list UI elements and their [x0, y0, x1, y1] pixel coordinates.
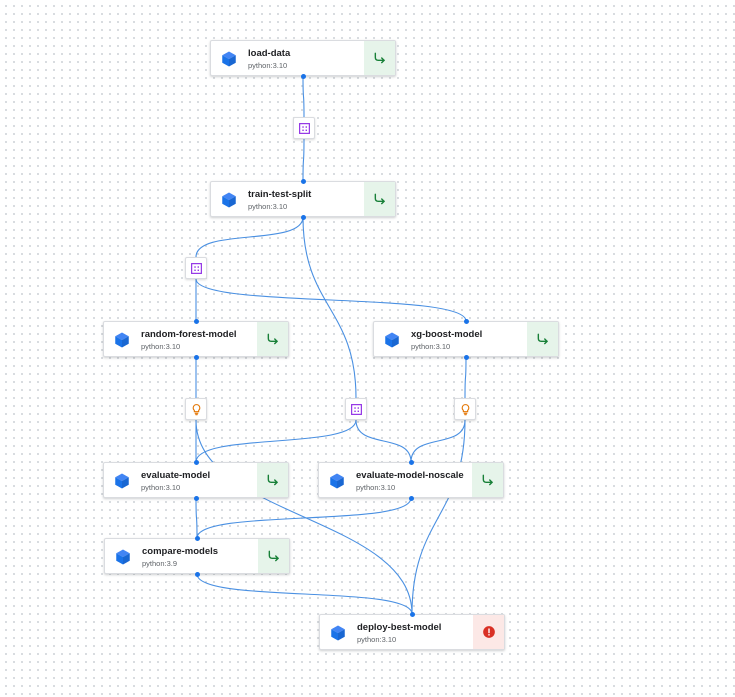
edge-dataset-3-to-evaluate-model-noscale — [355, 419, 412, 463]
dataset-grid-icon — [298, 122, 311, 135]
artifact-dataset-3[interactable] — [345, 398, 367, 420]
pipeline-node-evaluate-model-noscale[interactable]: evaluate-model-noscale python:3.10 — [318, 462, 504, 498]
node-title: deploy-best-model — [357, 622, 442, 633]
connection-port — [300, 214, 306, 220]
edge-model-1-to-deploy-best-model — [195, 419, 413, 615]
edge-train-test-split-to-dataset-2 — [195, 216, 304, 258]
edge-evaluate-model-noscale-to-compare-models — [196, 497, 412, 539]
dataset-grid-icon — [350, 403, 363, 416]
pipeline-node-evaluate-model[interactable]: evaluate-model python:3.10 — [103, 462, 289, 498]
node-image-label: python:3.9 — [142, 559, 178, 568]
success-arrow-icon — [257, 463, 288, 497]
connection-port — [193, 354, 199, 360]
node-image-label: python:3.10 — [141, 342, 181, 351]
component-cube-icon — [114, 548, 132, 566]
component-cube-icon — [113, 472, 131, 490]
artifact-dataset-1[interactable] — [293, 117, 315, 139]
connection-port — [300, 178, 306, 184]
component-cube-icon — [113, 331, 131, 349]
node-image-label: python:3.10 — [357, 635, 397, 644]
success-arrow-icon — [527, 322, 558, 356]
connection-port — [194, 535, 200, 541]
artifact-model-2[interactable] — [454, 398, 476, 420]
connection-port — [300, 73, 306, 79]
pipeline-node-random-forest-model[interactable]: random-forest-model python:3.10 — [103, 321, 289, 357]
node-title: train-test-split — [248, 189, 312, 200]
node-title: xg-boost-model — [411, 329, 483, 340]
node-image-label: python:3.10 — [411, 342, 451, 351]
edge-dataset-1-to-train-test-split — [302, 138, 305, 182]
node-image-label: python:3.10 — [141, 483, 181, 492]
edge-dataset-2-to-xg-boost-model — [195, 278, 467, 322]
error-icon — [473, 615, 504, 649]
connection-port — [193, 495, 199, 501]
edge-train-test-split-to-dataset-3 — [302, 216, 357, 399]
pipeline-node-xg-boost-model[interactable]: xg-boost-model python:3.10 — [373, 321, 559, 357]
node-title: evaluate-model — [141, 470, 211, 481]
edge-model-2-to-deploy-best-model — [411, 419, 466, 615]
node-image-label: python:3.10 — [356, 483, 396, 492]
node-title: random-forest-model — [141, 329, 237, 340]
node-image-label: python:3.10 — [248, 202, 288, 211]
edge-load-data-to-dataset-1 — [302, 75, 305, 118]
connection-port — [463, 354, 469, 360]
lightbulb-icon — [190, 403, 203, 416]
pipeline-node-load-data[interactable]: load-data python:3.10 — [210, 40, 396, 76]
edge-compare-models-to-deploy-best-model — [196, 573, 413, 615]
component-cube-icon — [220, 191, 238, 209]
success-arrow-icon — [258, 539, 289, 573]
pipeline-node-train-test-split[interactable]: train-test-split python:3.10 — [210, 181, 396, 217]
lightbulb-icon — [459, 403, 472, 416]
artifact-dataset-2[interactable] — [185, 257, 207, 279]
component-cube-icon — [383, 331, 401, 349]
component-cube-icon — [329, 624, 347, 642]
node-title: compare-models — [142, 546, 219, 557]
edge-dataset-3-to-evaluate-model — [195, 419, 357, 463]
node-title: load-data — [248, 48, 291, 59]
connection-port — [408, 459, 414, 465]
connection-port — [194, 571, 200, 577]
success-arrow-icon — [472, 463, 503, 497]
success-arrow-icon — [257, 322, 288, 356]
component-cube-icon — [328, 472, 346, 490]
connection-port — [408, 495, 414, 501]
pipeline-node-compare-models[interactable]: compare-models python:3.9 — [104, 538, 290, 574]
success-arrow-icon — [364, 182, 395, 216]
node-title: evaluate-model-noscale — [356, 470, 464, 481]
connection-port — [463, 318, 469, 324]
connection-port — [193, 459, 199, 465]
connection-port — [409, 611, 415, 617]
artifact-model-1[interactable] — [185, 398, 207, 420]
component-cube-icon — [220, 50, 238, 68]
pipeline-node-deploy-best-model[interactable]: deploy-best-model python:3.10 — [319, 614, 505, 650]
connection-port — [193, 318, 199, 324]
dataset-grid-icon — [190, 262, 203, 275]
edge-xg-boost-model-to-model-2 — [464, 356, 467, 399]
node-image-label: python:3.10 — [248, 61, 288, 70]
edge-evaluate-model-to-compare-models — [195, 497, 198, 539]
success-arrow-icon — [364, 41, 395, 75]
edge-model-2-to-evaluate-model-noscale — [410, 419, 466, 463]
